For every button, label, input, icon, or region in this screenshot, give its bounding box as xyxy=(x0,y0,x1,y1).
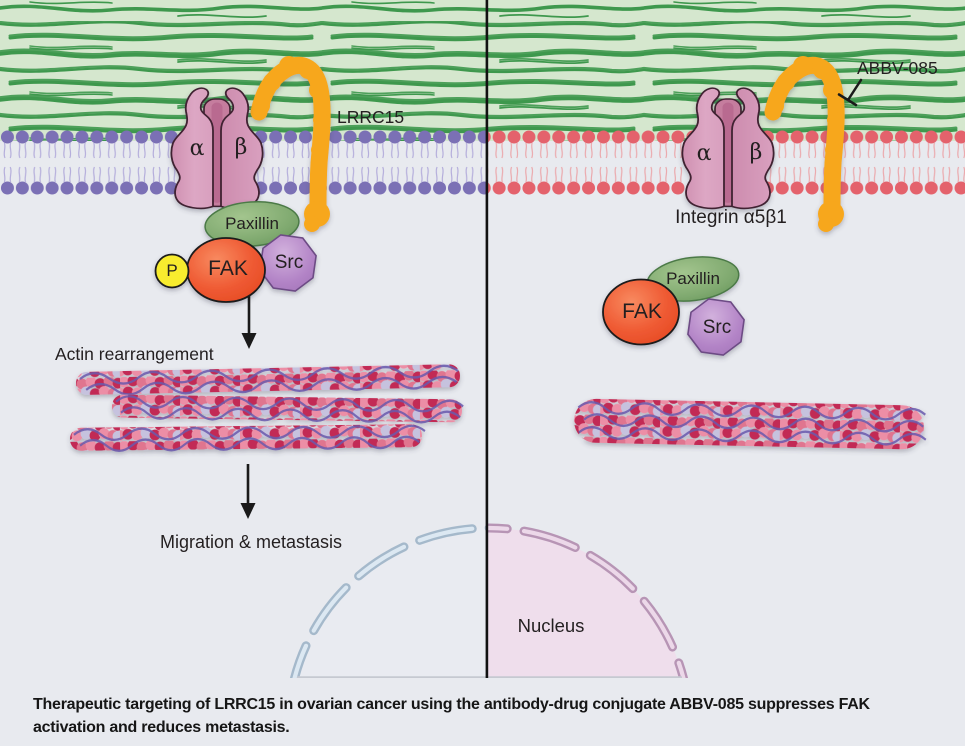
fak-label-right: FAK xyxy=(622,300,662,323)
integrin-beta-label-right: β xyxy=(749,140,763,165)
figure-caption: Therapeutic targeting of LRRC15 in ovari… xyxy=(33,696,870,736)
focal-adhesion-complex-right xyxy=(602,256,748,359)
integrin-alpha-label-left: α xyxy=(189,136,205,161)
actin-rearrangement-label: Actin rearrangement xyxy=(55,344,214,364)
abbv-inhibitor-tbar xyxy=(837,78,863,107)
nucleus-shape xyxy=(289,523,689,678)
src-label-left: Src xyxy=(274,252,304,273)
integrin-beta-label-left: β xyxy=(234,135,248,160)
integrin-a5b1-label: Integrin α5β1 xyxy=(675,207,787,228)
arrow-fak-to-actin xyxy=(241,296,257,349)
paxillin-label-left: Paxillin xyxy=(225,214,279,233)
paxillin-label-right: Paxillin xyxy=(666,269,720,288)
fak-label-left: FAK xyxy=(208,257,248,280)
actin-bundle-right xyxy=(574,398,928,450)
arrow-actin-to-migration xyxy=(240,464,256,519)
focal-adhesion-complex-left xyxy=(154,201,320,303)
integrin-alpha-label-right: α xyxy=(696,141,712,166)
lrrc15-label: LRRC15 xyxy=(337,107,405,127)
nucleus-label: Nucleus xyxy=(517,615,585,636)
panel-divider-line xyxy=(485,0,489,678)
src-label-right: Src xyxy=(702,317,732,338)
diagram-canvas xyxy=(0,0,965,678)
actin-filaments-left xyxy=(70,364,465,453)
phospho-label: P xyxy=(166,261,178,280)
integrin-left xyxy=(171,88,262,208)
fak-shape-right xyxy=(602,278,680,346)
phospho-shape xyxy=(154,253,190,289)
migration-metastasis-label: Migration & metastasis xyxy=(159,532,343,552)
abbv-085-label: ABBV-085 xyxy=(857,58,938,78)
paxillin-shape-left xyxy=(204,201,300,247)
